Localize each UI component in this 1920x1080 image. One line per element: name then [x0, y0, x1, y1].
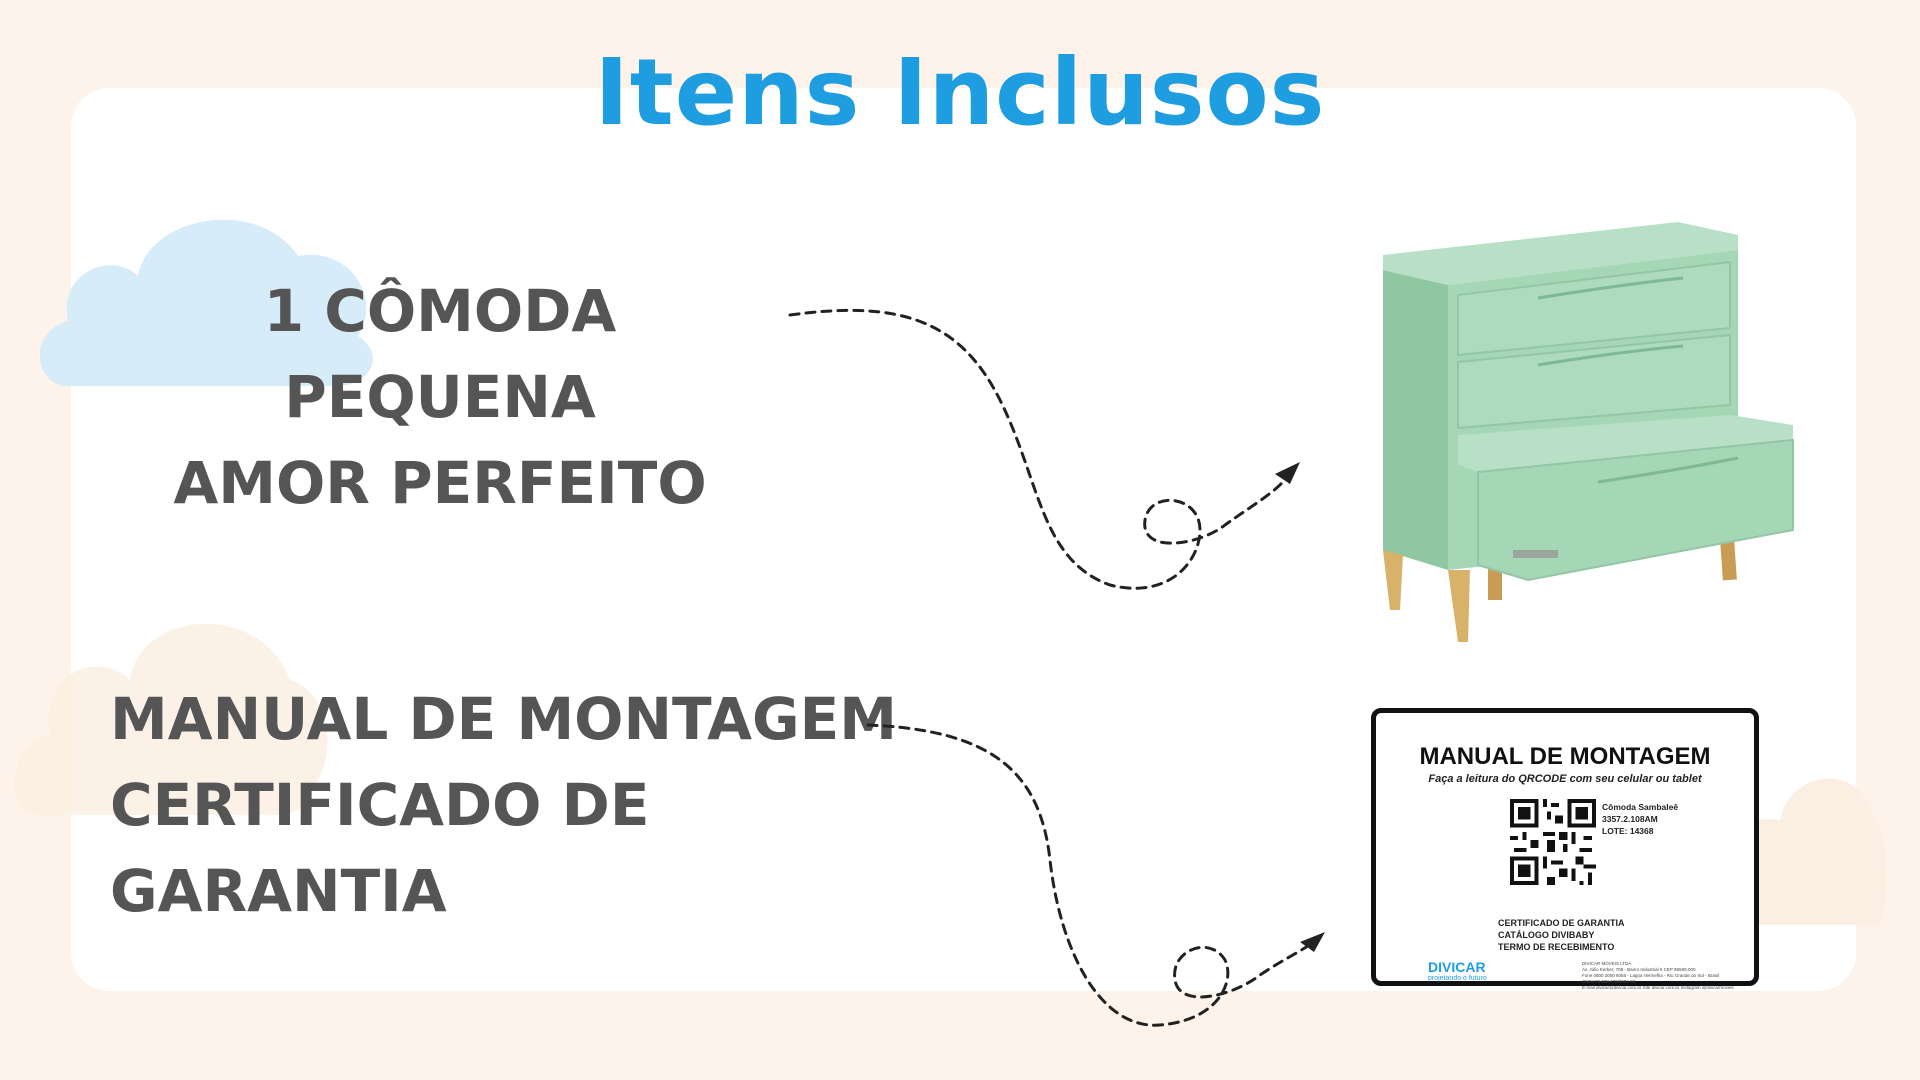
- item-manual-label: MANUAL DE MONTAGEM CERTIFICADO DE GARANT…: [110, 676, 930, 934]
- manual-product: Cômoda Sambaleê: [1602, 802, 1679, 812]
- manual-doc-3: TERMO DE RECEBIMENTO: [1498, 942, 1615, 952]
- manual-docs-list: CERTIFICADO DE GARANTIA CATÁLOGO DIVIBAB…: [1498, 917, 1625, 953]
- cloud-peach-decoration: [14, 623, 328, 815]
- manual-product-info: Cômoda Sambaleê 3357.2.108AM LOTE: 14368: [1602, 801, 1678, 837]
- arrow-head-2-icon: [1300, 932, 1325, 952]
- dashed-arrow-1: [788, 308, 1294, 590]
- manual-title: MANUAL DE MONTAGEM: [1419, 743, 1711, 770]
- dresser-image: [1383, 222, 1794, 642]
- item-dresser-label: 1 CÔMODA PEQUENA AMOR PERFEITO: [110, 268, 770, 526]
- manual-address: DIVICAR MÓVEIS LTDA Av. Júlio Kerber, 70…: [1582, 961, 1734, 990]
- cloud-blue-decoration: [39, 219, 373, 386]
- qr-code-icon: [1510, 799, 1596, 885]
- arrow-head-1-icon: [1275, 462, 1300, 484]
- manual-image: MANUAL DE MONTAGEM Faça a leitura do QRC…: [1371, 708, 1759, 990]
- item-dresser-line-1: 1 CÔMODA PEQUENA: [263, 277, 617, 431]
- item-dresser-line-2: AMOR PERFEITO: [173, 449, 707, 517]
- manual-doc-1: CERTIFICADO DE GARANTIA: [1498, 918, 1625, 928]
- manual-code: 3357.2.108AM: [1602, 814, 1658, 824]
- item-manual-line-2: CERTIFICADO DE GARANTIA: [110, 771, 650, 925]
- item-manual-line-1: MANUAL DE MONTAGEM: [110, 685, 897, 753]
- manual-subtitle: Faça a leitura do QRCODE com seu celular…: [1428, 773, 1702, 785]
- brand-tagline: projetando o futuro: [1428, 975, 1487, 982]
- page-title: Itens Inclusos: [594, 39, 1326, 146]
- brand-logo: DIVICAR: [1428, 959, 1486, 975]
- manual-lot: LOTE: 14368: [1602, 826, 1654, 836]
- manual-doc-2: CATÁLOGO DIVIBABY: [1498, 930, 1595, 940]
- dashed-arrow-2: [866, 723, 1317, 1027]
